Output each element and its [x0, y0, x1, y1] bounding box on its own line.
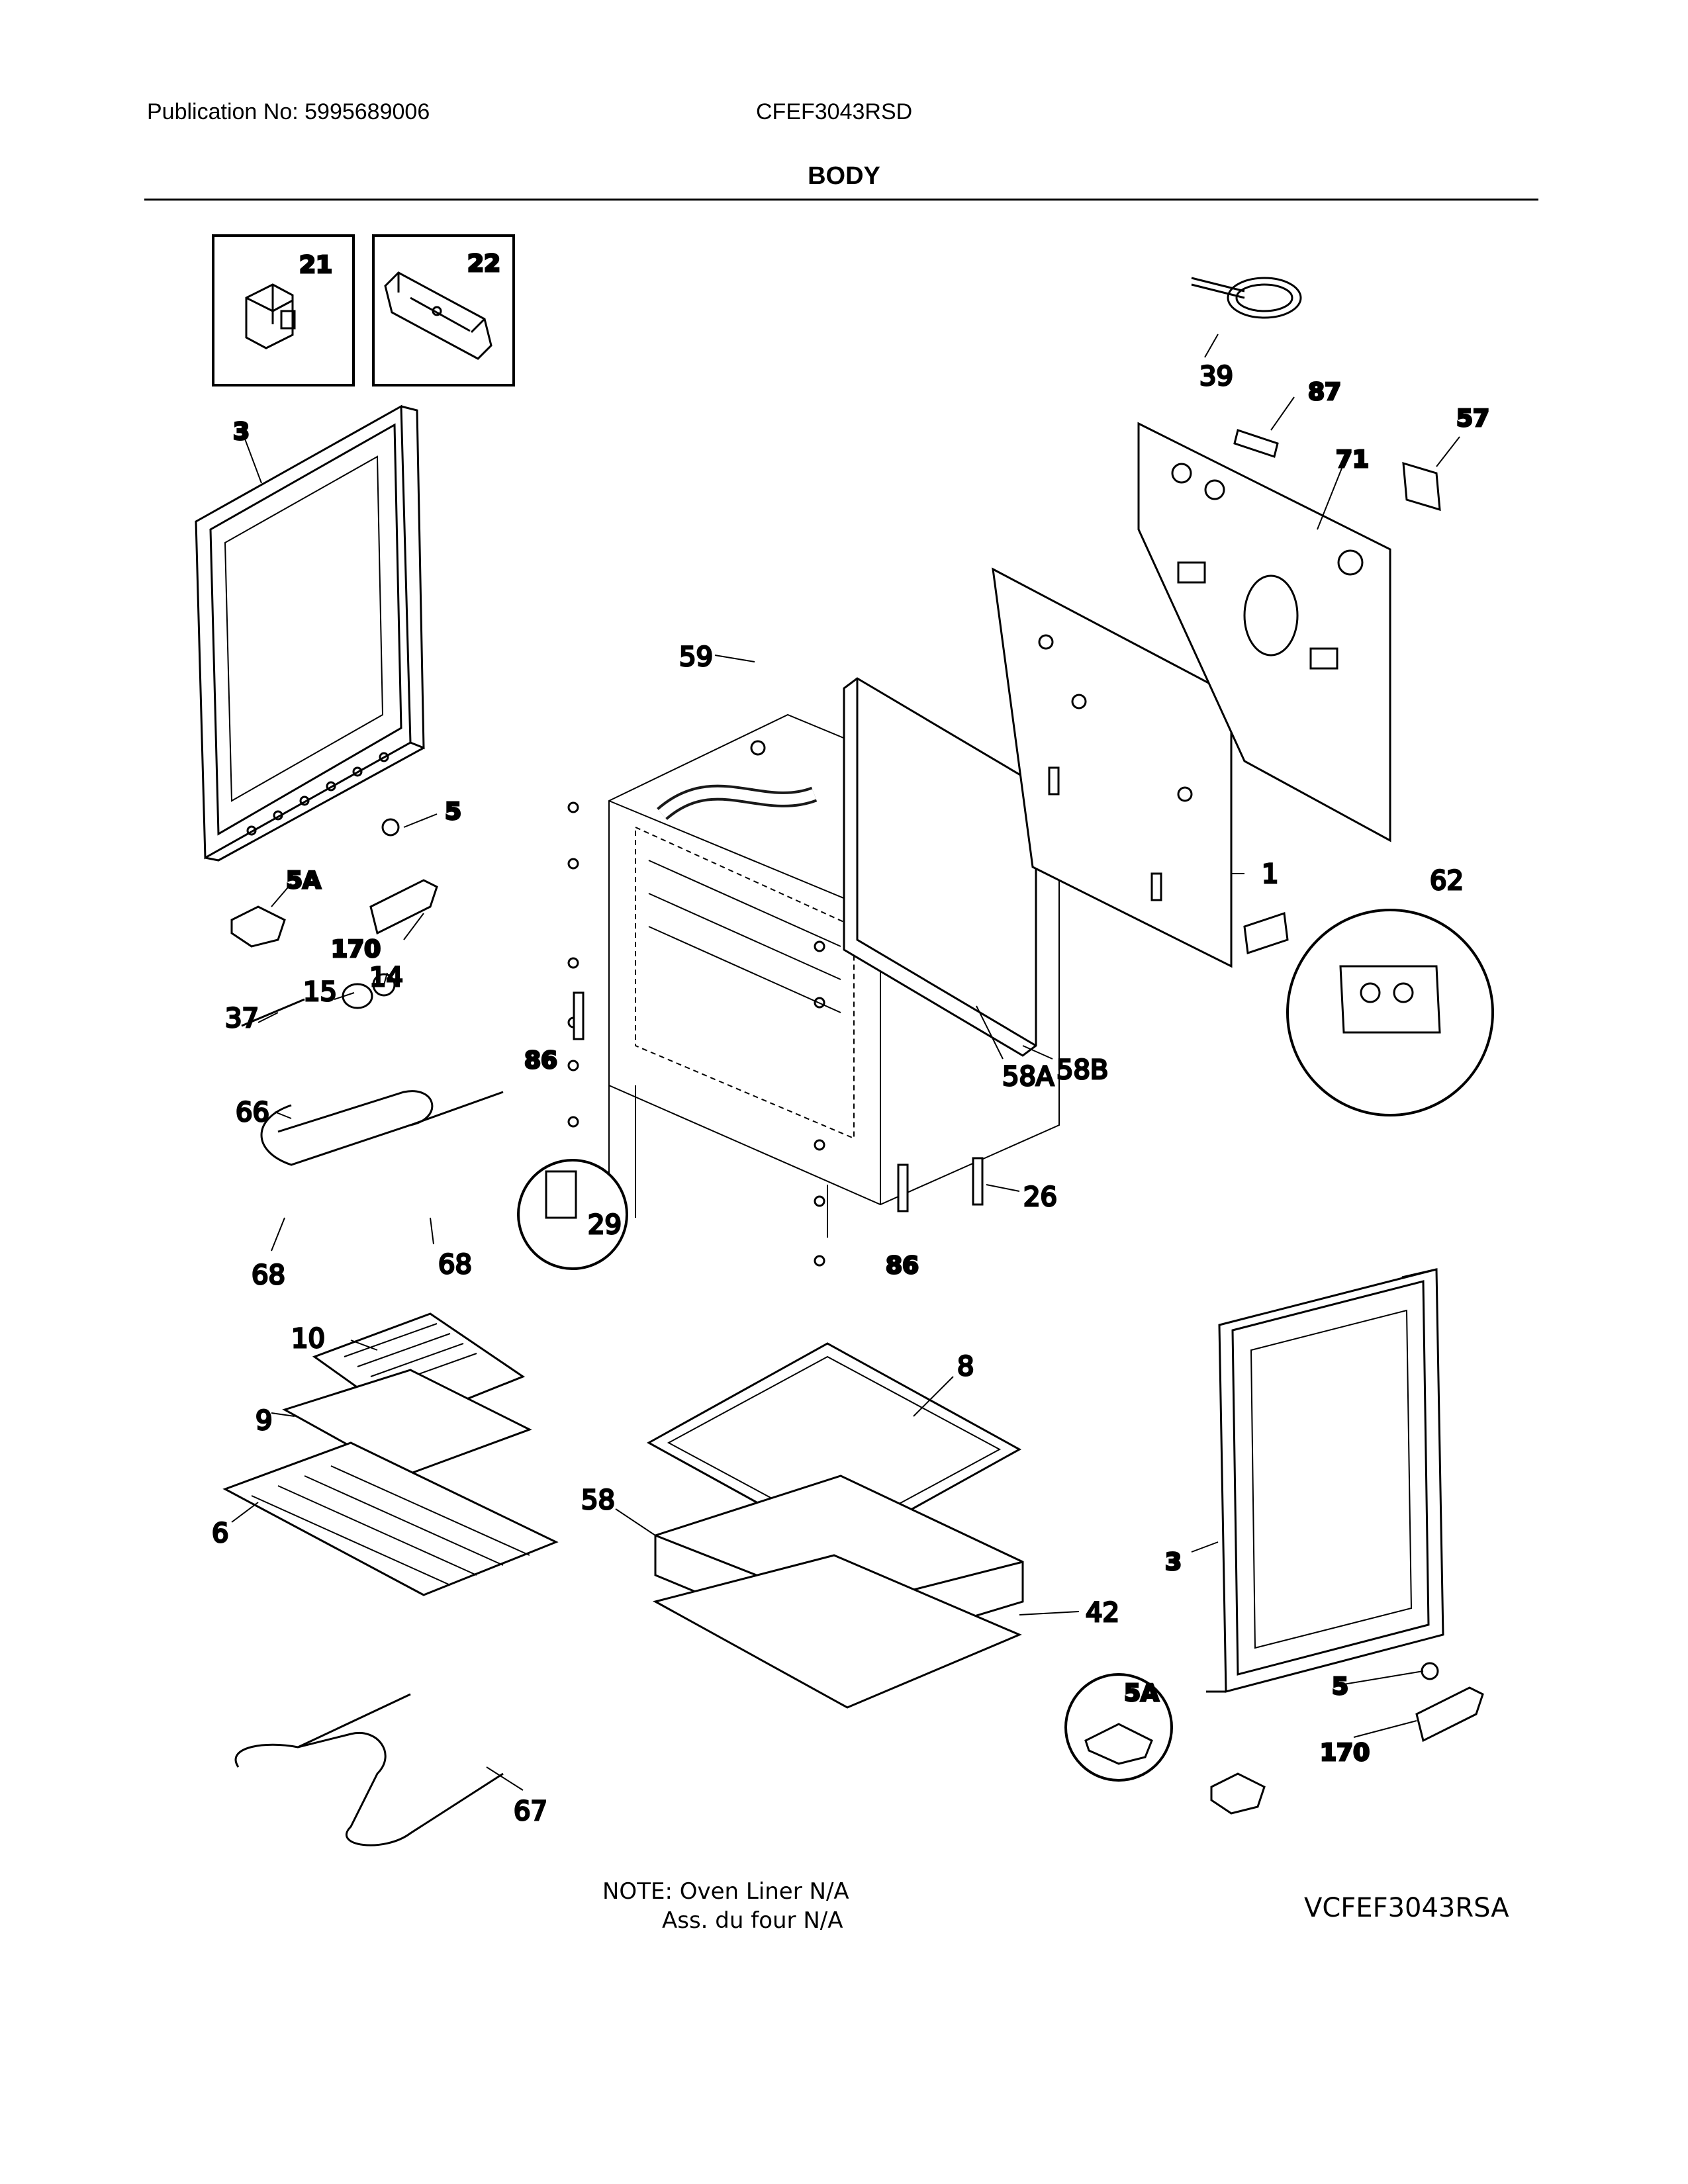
callout-58: 58	[581, 1485, 615, 1516]
vent-cover-57[interactable]	[1402, 461, 1441, 512]
oven-door-left[interactable]	[195, 404, 425, 862]
callout-59: 59	[679, 642, 713, 672]
callout-86-left: 86	[524, 1047, 557, 1074]
leader-lines	[231, 334, 1460, 1791]
callout-6: 6	[212, 1518, 228, 1549]
leveling-leg-5-left[interactable]	[381, 818, 400, 837]
note-line-2: Ass. du four N/A	[662, 1907, 843, 1934]
switch-29-inset[interactable]	[517, 1159, 628, 1270]
hinge-receiver-86[interactable]	[573, 991, 909, 1212]
callout-57: 57	[1456, 405, 1489, 432]
callout-3-right: 3	[1165, 1549, 1182, 1576]
anti-tip-bracket-5A-left[interactable]	[230, 905, 286, 948]
section-title: BODY	[808, 162, 880, 190]
callout-39: 39	[1199, 361, 1233, 392]
model-number: CFEF3043RSD	[756, 99, 913, 124]
callout-10: 10	[291, 1324, 325, 1354]
callout-15: 15	[303, 977, 337, 1007]
drawer-bottom-42[interactable]	[652, 1554, 1022, 1709]
callout-1: 1	[1262, 859, 1278, 889]
callout-21: 21	[299, 251, 332, 279]
rear-insulation-58B[interactable]	[843, 677, 1037, 1057]
callout-29: 29	[588, 1210, 622, 1240]
callout-71: 71	[1336, 446, 1369, 473]
bracket-87[interactable]	[1233, 429, 1279, 458]
bracket-170-left[interactable]	[369, 879, 438, 935]
callout-87: 87	[1308, 379, 1341, 406]
oven-door-right[interactable]	[1206, 1268, 1444, 1693]
callout-3-left: 3	[233, 418, 250, 445]
callout-170-left: 170	[331, 936, 381, 963]
back-cover-71[interactable]	[1137, 422, 1391, 842]
leveling-leg-5-right[interactable]	[1421, 1662, 1439, 1680]
part-22-inset[interactable]	[372, 234, 515, 387]
callout-37: 37	[225, 1003, 259, 1034]
light-bulb-15[interactable]	[342, 983, 373, 1009]
broil-element-67[interactable]	[234, 1693, 504, 1846]
callout-68-left: 68	[252, 1260, 285, 1291]
note-line-1: NOTE: Oven Liner N/A	[602, 1878, 849, 1905]
callout-68-right: 68	[438, 1250, 472, 1280]
callout-58B: 58B	[1056, 1055, 1108, 1085]
callout-66: 66	[236, 1097, 269, 1128]
figure-id: VCFEF3043RSA	[1304, 1893, 1509, 1923]
part-21-inset[interactable]	[212, 234, 355, 387]
callout-8: 8	[957, 1351, 974, 1382]
callout-9: 9	[256, 1406, 272, 1436]
callout-5A-left: 5A	[286, 867, 321, 894]
callout-58A: 58A	[1002, 1062, 1055, 1092]
bracket-170-right[interactable]	[1415, 1686, 1484, 1743]
callout-5-right: 5	[1332, 1673, 1348, 1700]
hinge-receiver-26[interactable]	[972, 1157, 984, 1206]
callout-5-left: 5	[445, 798, 461, 825]
callout-170-right: 170	[1320, 1739, 1370, 1766]
bake-element-66[interactable]	[260, 1090, 504, 1166]
callout-22: 22	[467, 250, 500, 277]
sensor-37[interactable]	[241, 998, 305, 1027]
callout-86-right: 86	[886, 1252, 919, 1279]
anti-tip-inset-5A-right[interactable]	[1064, 1673, 1173, 1782]
callout-5A-right: 5A	[1124, 1680, 1159, 1707]
callout-42: 42	[1086, 1598, 1119, 1628]
oven-rack-6[interactable]	[222, 1441, 559, 1596]
terminal-block-inset-62[interactable]	[1243, 909, 1494, 1116]
callout-62: 62	[1430, 866, 1464, 896]
anti-tip-bracket-5A-bottom[interactable]	[1210, 1772, 1266, 1815]
publication-number: Publication No: 5995689006	[147, 99, 430, 124]
power-cord-39[interactable]	[1191, 277, 1302, 319]
callout-26: 26	[1023, 1182, 1057, 1212]
callout-67: 67	[514, 1796, 547, 1827]
back-panel-1[interactable]	[992, 567, 1233, 968]
header-divider	[144, 199, 1538, 201]
callout-14: 14	[369, 962, 403, 993]
